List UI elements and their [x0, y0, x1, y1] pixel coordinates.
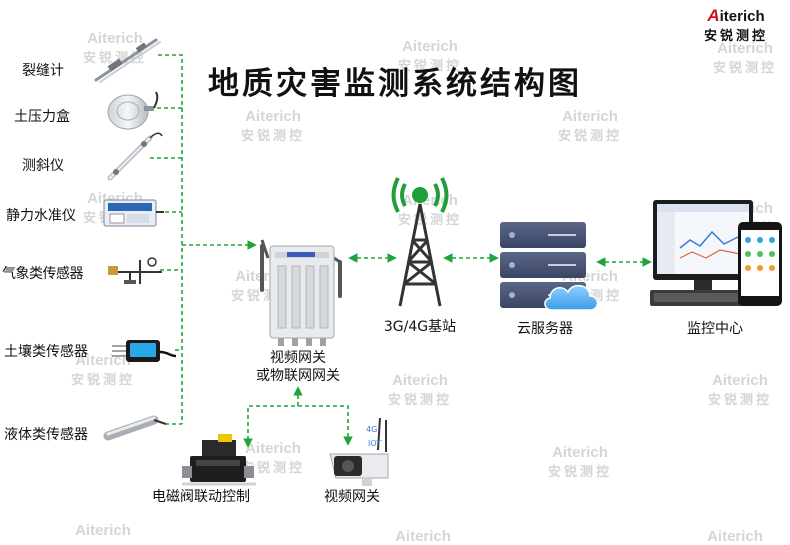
- solenoid-valve-icon: [182, 434, 256, 486]
- diagram-title: 地质灾害监测系统结构图: [208, 66, 582, 102]
- sensor-label-weather: 气象类传感器: [2, 266, 84, 282]
- gateway-label-line2: 或物联网网关: [256, 368, 340, 384]
- monitor-center-label: 监控中心: [687, 321, 743, 337]
- camera-label: 视频网关: [324, 489, 380, 505]
- cloud-server-icon: [500, 222, 599, 311]
- liquid-level-sensor-icon: [103, 415, 167, 441]
- sensor-bus-lines: [150, 54, 652, 448]
- sensor-label-inclinometer: 测斜仪: [22, 158, 64, 174]
- valve-label: 电磁阀联动控制: [152, 489, 250, 505]
- base-station-label: 3G/4G基站: [383, 319, 457, 335]
- sensor-label-liquid: 液体类传感器: [4, 427, 88, 443]
- cloud-server-label: 云服务器: [517, 321, 573, 337]
- sensor-label-earth-pressure: 土压力盒: [14, 109, 70, 125]
- weather-station-icon: [108, 257, 162, 284]
- static-level-icon: [103, 199, 164, 227]
- camera-icon: 4G IOT: [329, 417, 389, 486]
- soil-sensor-icon: [112, 340, 177, 362]
- svg-text:4G: 4G: [366, 425, 377, 434]
- crack-meter-icon: [94, 38, 161, 83]
- cell-tower-icon: [391, 177, 449, 307]
- earth-pressure-cell-icon: [107, 91, 159, 130]
- svg-text:IOT: IOT: [368, 439, 382, 448]
- sensor-label-static-level: 静力水准仪: [6, 208, 76, 224]
- gateway-label: 视频网关 或物联网网关: [238, 349, 358, 385]
- sensor-label-soil: 土壤类传感器: [4, 344, 88, 360]
- iot-gateway-icon: [260, 239, 342, 346]
- gateway-label-line1: 视频网关: [270, 350, 326, 366]
- inclinometer-icon: [107, 132, 163, 181]
- brand-logo: Aiterich 安锐测控: [703, 6, 768, 44]
- monitor-center-icon: [650, 200, 782, 306]
- sensor-label-crack-meter: 裂缝计: [22, 63, 64, 79]
